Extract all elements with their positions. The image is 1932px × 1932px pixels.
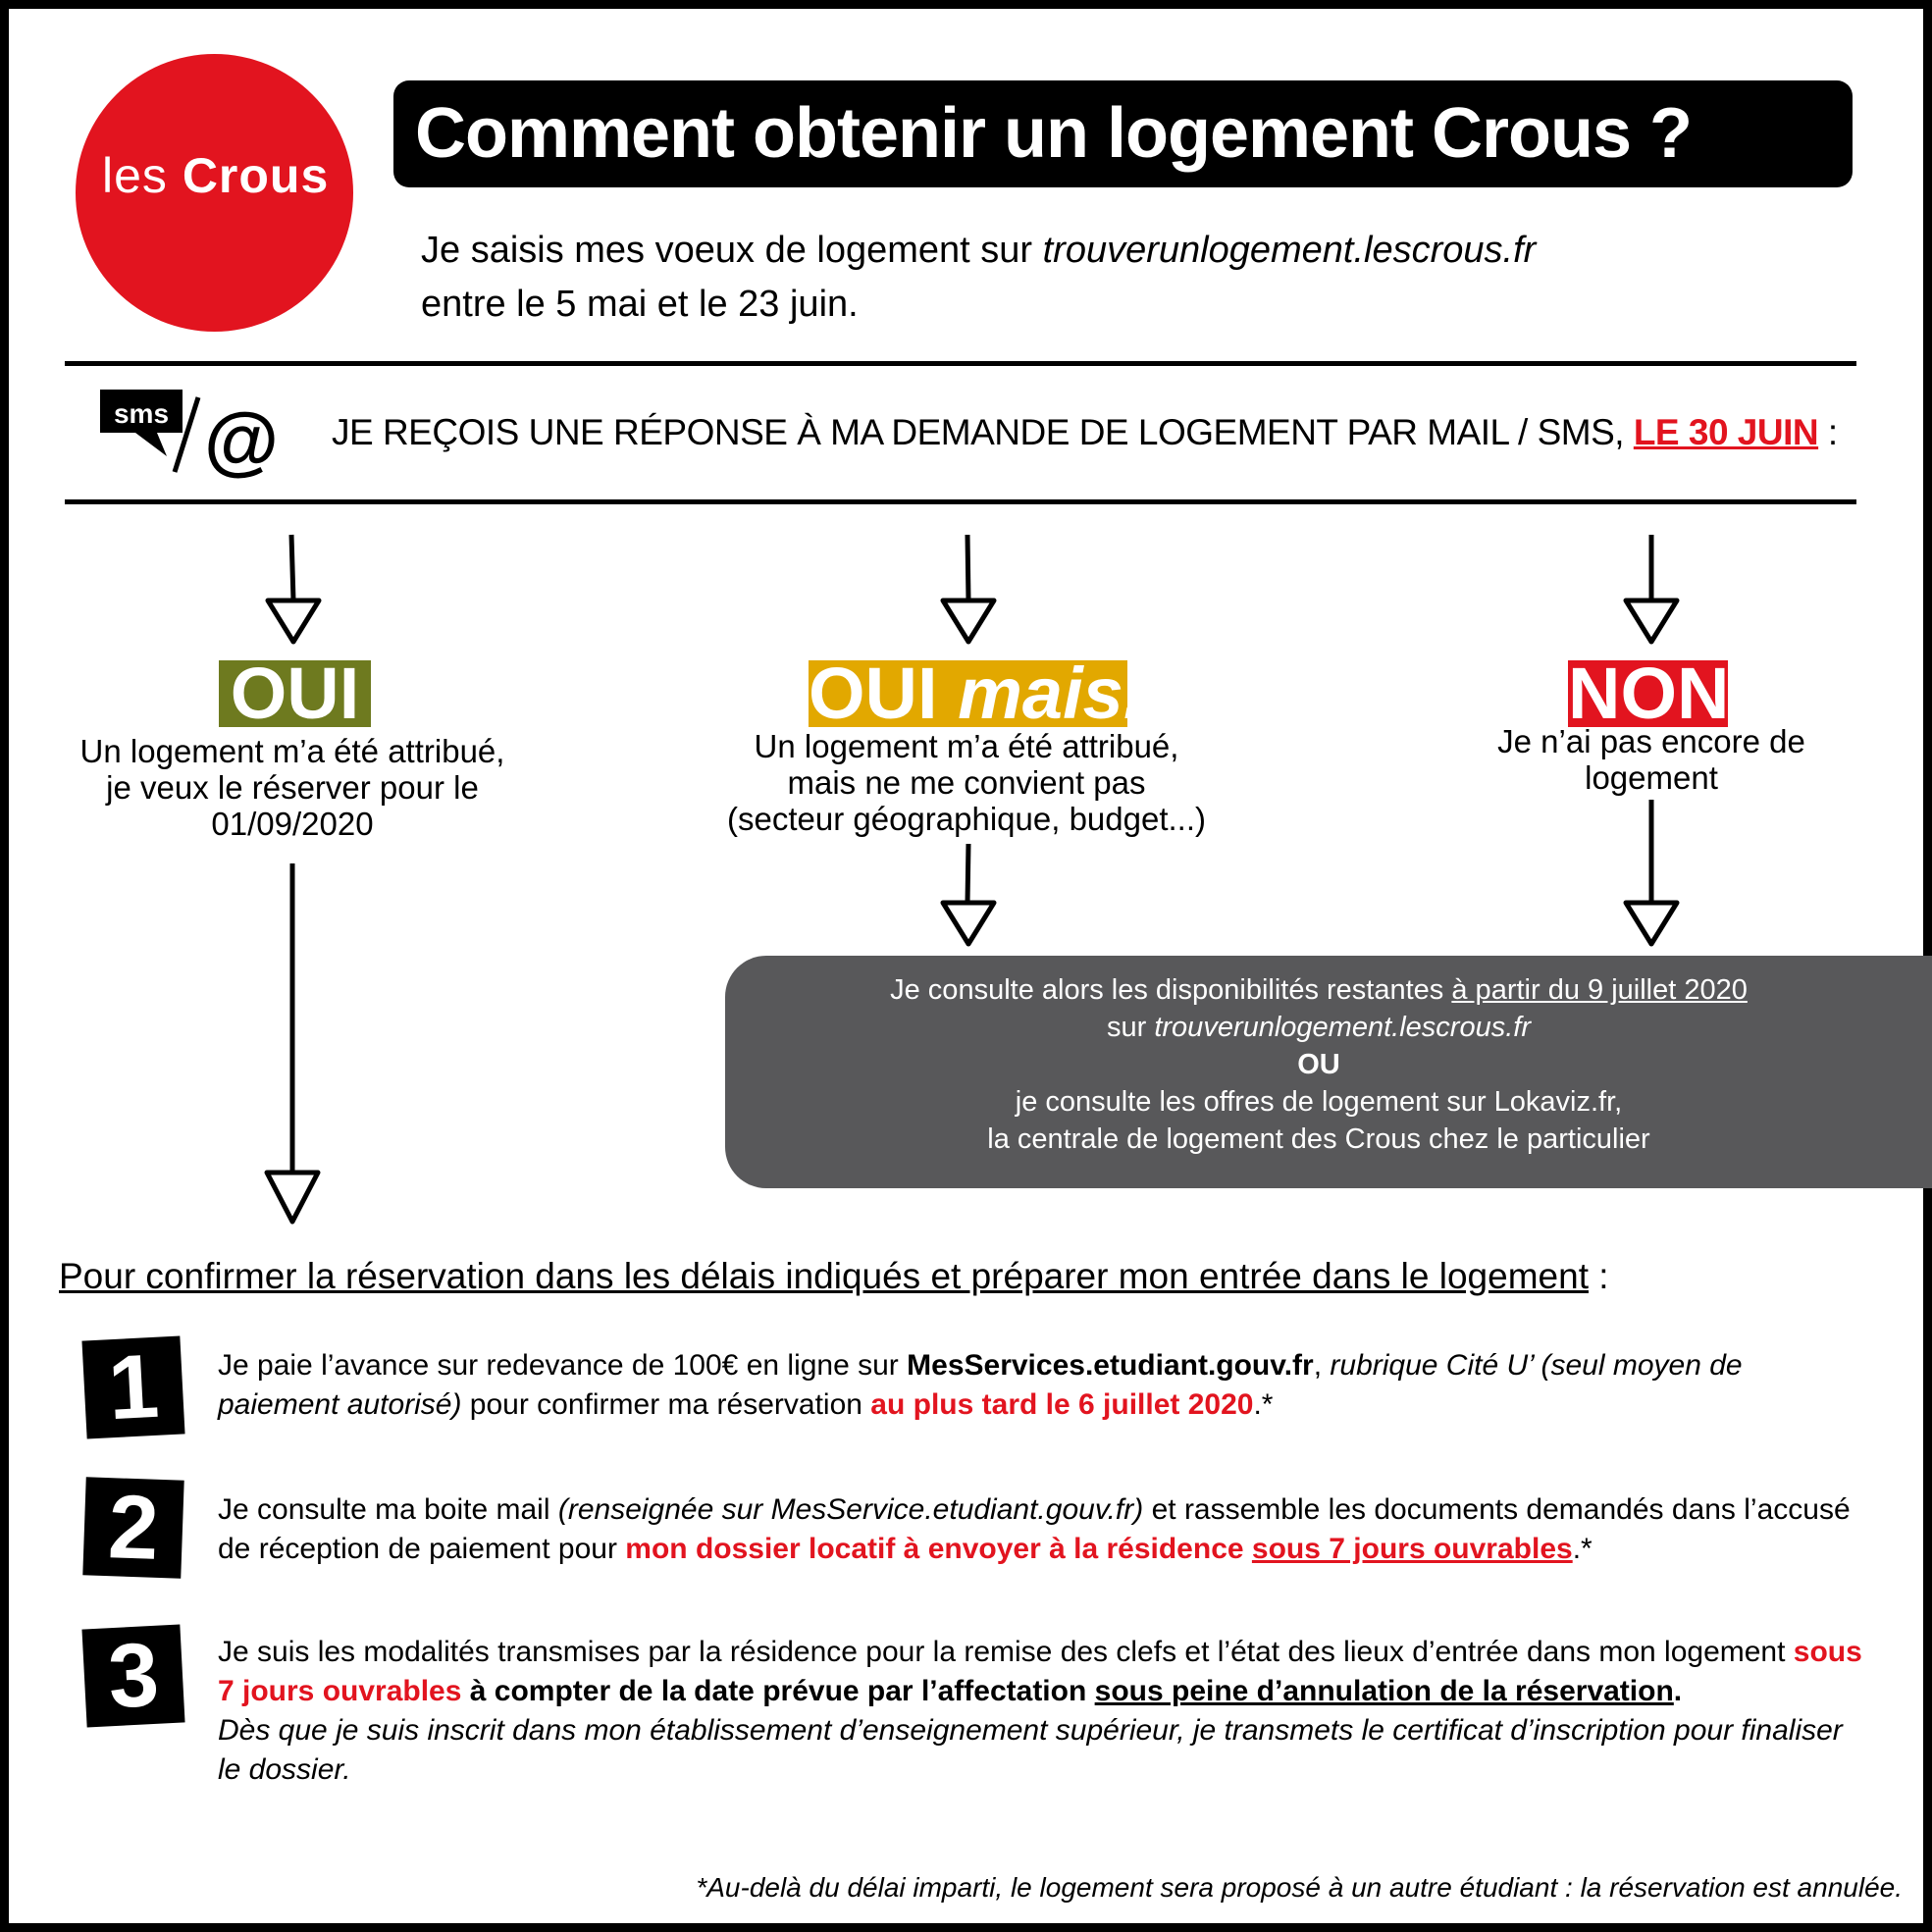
footnote: *Au-delà du délai imparti, le logement s…: [696, 1872, 1903, 1903]
or-label: OU: [1297, 1049, 1340, 1080]
svg-text:@: @: [204, 396, 279, 483]
response-date: LE 30 JUIN: [1633, 412, 1819, 452]
intro-site: trouverunlogement.lescrous.fr: [1042, 230, 1537, 271]
crous-logo: [76, 54, 353, 332]
confirm-heading: Pour confirmer la réservation dans les d…: [59, 1256, 1609, 1296]
logo-text: les Crous: [102, 148, 330, 203]
notification-text: JE REÇOIS UNE RÉPONSE À MA DEMANDE DE LO…: [332, 412, 1838, 452]
sms-mail-icon: sms @: [100, 390, 279, 483]
step-3-text: Je suis les modalités transmises par la …: [218, 1636, 1862, 1786]
title-bar: [393, 80, 1853, 187]
page-title: Comment obtenir un logement Crous ?: [415, 94, 1693, 173]
oui-description: Un logement m’a été attribué,je veux le …: [79, 733, 505, 842]
oui-mais-description: Un logement m’a été attribué,mais ne me …: [727, 728, 1206, 837]
step-2-text: Je consulte ma boite mail (renseignée su…: [218, 1493, 1851, 1565]
step-1-number: 1: [81, 1335, 185, 1439]
step-2-number: 2: [82, 1477, 184, 1579]
intro-text: Je saisis mes voeux de logement sur trou…: [421, 230, 1537, 325]
svg-text:sms: sms: [114, 398, 169, 429]
step-1-text: Je paie l’avance sur redevance de 100€ e…: [218, 1349, 1743, 1421]
badge-oui: OUI: [219, 657, 371, 730]
alternatives-box: [725, 956, 1932, 1188]
divider-bottom: [65, 499, 1856, 504]
badge-oui-mais: OUI mais...: [809, 653, 1184, 734]
divider-top: [65, 361, 1856, 366]
alternatives-text: Je consulte alors les disponibilités res…: [890, 974, 1748, 1155]
badge-non: NON: [1568, 653, 1730, 734]
step-3-number: 3: [81, 1624, 185, 1728]
